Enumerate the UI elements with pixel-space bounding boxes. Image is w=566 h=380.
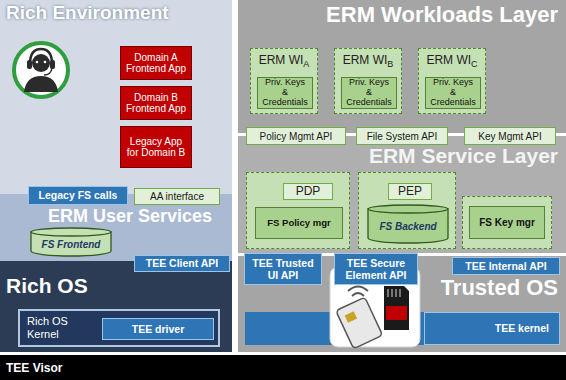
kernel-bar: TEE kernel	[424, 312, 560, 345]
node-label: Priv. Keys & Credentials	[429, 78, 477, 108]
layer-title: Rich OS	[6, 274, 226, 298]
credentials-box: Priv. Keys & Credentials	[341, 77, 397, 109]
node-label: TEE Client API	[146, 257, 219, 269]
layer-title: Rich Environment	[6, 2, 226, 24]
storage-cylinder: FS Backend	[367, 204, 449, 244]
driver-box: TEE driver	[102, 318, 214, 340]
workload-name: ERM WI	[259, 53, 304, 67]
node-label: TEE Trusted UI API	[248, 257, 318, 281]
node-label: Legacy App for Domain B	[124, 136, 188, 159]
key-manager-group: FS Key mgr	[462, 196, 552, 249]
interface-box: AA interface	[134, 188, 220, 205]
workload-box: ERM WIA Priv. Keys & Credentials	[250, 48, 318, 114]
manager-box: FS Policy mgr	[255, 207, 343, 239]
storage-cylinder: FS Frontend	[30, 227, 112, 257]
workload-title: ERM WIA	[251, 49, 317, 69]
node-label: TEE Internal API	[465, 260, 546, 272]
node-label: FS Backend	[379, 221, 436, 232]
trusted-os-panel: Trusted OSTEE Trusted UI APITEE Secure E…	[238, 256, 566, 352]
node-label: File System API	[367, 131, 438, 142]
workloads-panel: ERM Workloads LayerERM WIAPriv. Keys & C…	[238, 0, 566, 133]
environment-panel: Rich EnvironmentDomain A Frontend AppDom…	[0, 0, 232, 194]
node-label: FS Key mgr	[469, 206, 545, 239]
service-panel: ERM Service LayerPolicy Mgmt APIFile Sys…	[238, 136, 566, 253]
support-person-icon	[0, 0, 232, 194]
workload-name: ERM WI	[426, 53, 471, 67]
workload-box: ERM WIC Priv. Keys & Credentials	[418, 48, 486, 114]
workload-subscript: B	[387, 59, 393, 69]
credentials-box: Priv. Keys & Credentials	[425, 77, 481, 109]
app-box: Domain A Frontend App	[120, 46, 192, 80]
os-panel: Rich OSTEE Client APIRich OS KernelTEE d…	[0, 261, 232, 352]
app-box: Legacy App for Domain B	[120, 126, 192, 168]
workload-title: ERM WIB	[335, 49, 401, 69]
node-label: AA interface	[150, 191, 204, 202]
node-label: TEE Visor	[6, 361, 62, 375]
api-box: Legacy FS calls	[28, 186, 128, 205]
node-label: PEP	[388, 183, 432, 200]
workload-title: ERM WIC	[419, 49, 485, 69]
node-label: Rich OS Kernel	[27, 315, 89, 340]
node-label: TEE driver	[132, 323, 185, 335]
api-box: TEE Trusted UI API	[244, 253, 322, 285]
api-box: File System API	[356, 127, 448, 145]
node-label: Legacy FS calls	[39, 189, 118, 201]
api-box: Key Mgmt API	[464, 127, 556, 145]
node-label: Priv. Keys & Credentials	[345, 78, 393, 108]
node-label: TEE Secure Element API	[338, 257, 414, 281]
api-box: TEE Internal API	[452, 257, 560, 275]
services-panel: ERM User ServicesLegacy FS callsAA inter…	[0, 194, 232, 261]
layer-title: ERM Service Layer	[246, 144, 558, 168]
node-label: FS Policy mgr	[267, 218, 330, 228]
workload-subscript: A	[303, 59, 309, 69]
app-box: Domain B Frontend App	[120, 86, 192, 120]
node-label: Domain B Frontend App	[124, 92, 188, 115]
node-label: Key Mgmt API	[478, 131, 541, 142]
pdp-group: PDP FS Policy mgr	[246, 172, 350, 249]
node-label: FS Frontend	[42, 239, 101, 250]
node-label: Domain A Frontend App	[124, 52, 188, 75]
api-box: Policy Mgmt API	[246, 127, 346, 145]
workload-name: ERM WI	[343, 53, 388, 67]
workload-box: ERM WIB Priv. Keys & Credentials	[334, 48, 402, 114]
node-label: Priv. Keys & Credentials	[261, 78, 309, 108]
kernel-box: Rich OS Kernel TEE driver	[18, 309, 220, 347]
hypervisor-bar: TEE Visor	[0, 355, 566, 380]
workload-subscript: C	[471, 59, 478, 69]
credentials-box: Priv. Keys & Credentials	[257, 77, 313, 109]
node-label: PDP	[283, 183, 333, 200]
api-box: TEE Secure Element API	[334, 253, 418, 285]
pep-group: PEP FS Backend	[358, 172, 456, 249]
api-box: TEE Client API	[134, 255, 230, 272]
layer-title: ERM User Services	[48, 206, 228, 227]
node-label: Policy Mgmt API	[260, 131, 333, 142]
node-label: TEE kernel	[495, 322, 549, 334]
layer-title: ERM Workloads Layer	[246, 2, 558, 28]
